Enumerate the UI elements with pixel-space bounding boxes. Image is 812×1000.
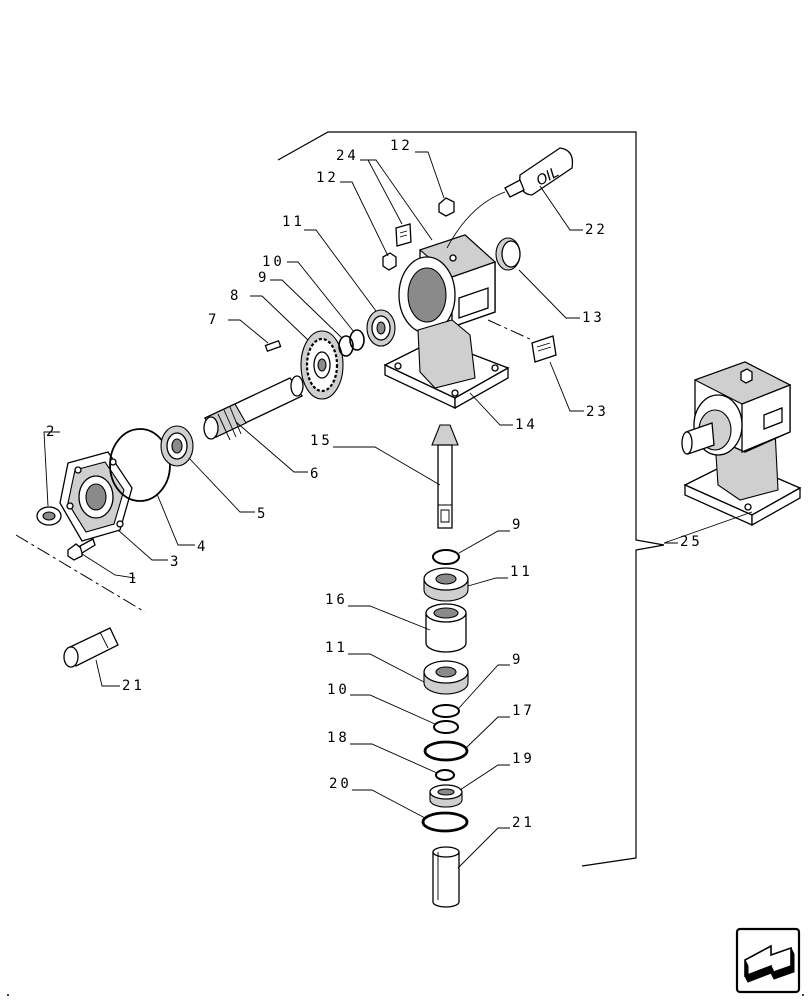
part-21-shaft-left xyxy=(63,627,119,668)
callout-numbers: 1 2 3 4 5 6 7 8 9 10 11 12 12 24 22 13 1… xyxy=(46,138,703,831)
next-page-arrow-icon[interactable] xyxy=(735,927,801,994)
part-3-flange-cover xyxy=(59,451,133,542)
part-21-shaft-lower xyxy=(432,846,460,908)
callout-14: 14 xyxy=(515,417,538,433)
leader-lines xyxy=(43,151,753,869)
callout-19: 19 xyxy=(512,751,535,767)
callout-13: 13 xyxy=(582,310,605,326)
callout-10-lower: 10 xyxy=(327,682,350,698)
assembly-bracket xyxy=(277,131,665,867)
part-22-oil-bottle: OIL xyxy=(446,147,574,249)
part-9-ring-lower-a xyxy=(432,549,460,565)
gearbox-housing xyxy=(398,234,497,334)
callout-20: 20 xyxy=(329,776,352,792)
callout-11-lower-a: 11 xyxy=(510,564,533,580)
part-8-bevel-gear xyxy=(300,330,344,400)
part-13-cap xyxy=(495,237,521,271)
callout-10-upper: 10 xyxy=(262,254,285,270)
callout-12-side: 12 xyxy=(316,170,339,186)
part-10-ring-upper xyxy=(349,329,365,351)
part-18-ring xyxy=(435,769,455,781)
callout-15: 15 xyxy=(310,433,333,449)
part-9-ring-lower-b xyxy=(432,704,460,718)
callout-16: 16 xyxy=(325,592,348,608)
part-1-bolt xyxy=(67,538,96,561)
part-23-decal xyxy=(531,335,557,363)
part-15-pinion-shaft xyxy=(431,424,459,529)
callout-9-lower-a: 9 xyxy=(512,517,523,533)
callout-11-lower-b: 11 xyxy=(325,640,348,656)
part-12-plug-side xyxy=(382,252,397,271)
callout-23: 23 xyxy=(586,404,609,420)
part-17-o-ring xyxy=(423,740,469,762)
corner-dot xyxy=(802,994,804,996)
part-25-gearbox-assembly xyxy=(681,361,802,527)
callout-8: 8 xyxy=(230,288,241,304)
part-16-spacer xyxy=(425,603,467,653)
callout-2: 2 xyxy=(46,424,57,440)
callout-9-lower-b: 9 xyxy=(512,652,523,668)
callout-25: 25 xyxy=(680,534,703,550)
part-4-o-ring xyxy=(109,428,171,502)
callout-12-top: 12 xyxy=(390,138,413,154)
part-7-key xyxy=(264,339,282,353)
alignment-line xyxy=(15,534,146,613)
callout-9-upper: 9 xyxy=(258,270,269,286)
part-2-seal xyxy=(36,506,62,526)
callout-7: 7 xyxy=(208,312,219,328)
part-24-decal xyxy=(395,223,412,247)
callout-6: 6 xyxy=(310,466,321,482)
part-11-bearing-lower-a xyxy=(423,567,469,602)
part-19-seal xyxy=(429,784,463,808)
part-11-bearing-lower-b xyxy=(423,660,469,695)
callout-22: 22 xyxy=(585,222,608,238)
part-12-plug-top xyxy=(438,197,455,217)
callout-1: 1 xyxy=(128,571,139,587)
callout-21-left: 21 xyxy=(122,678,145,694)
callout-17: 17 xyxy=(512,703,535,719)
callout-5: 5 xyxy=(257,506,268,522)
part-9-ring-upper xyxy=(338,335,354,357)
part-11-bearing-upper xyxy=(366,309,396,347)
callout-24: 24 xyxy=(336,148,359,164)
callout-21-lower: 21 xyxy=(512,815,535,831)
part-10-ring-lower xyxy=(433,720,459,734)
callout-3: 3 xyxy=(170,554,181,570)
callout-4: 4 xyxy=(197,539,208,555)
part-14-housing-base xyxy=(383,319,510,410)
callout-18: 18 xyxy=(327,730,350,746)
callout-11-upper: 11 xyxy=(282,214,305,230)
part-6-input-shaft xyxy=(203,375,304,441)
part-20-o-ring xyxy=(421,811,469,833)
part-5-bearing xyxy=(160,425,194,467)
corner-dot xyxy=(7,994,9,996)
